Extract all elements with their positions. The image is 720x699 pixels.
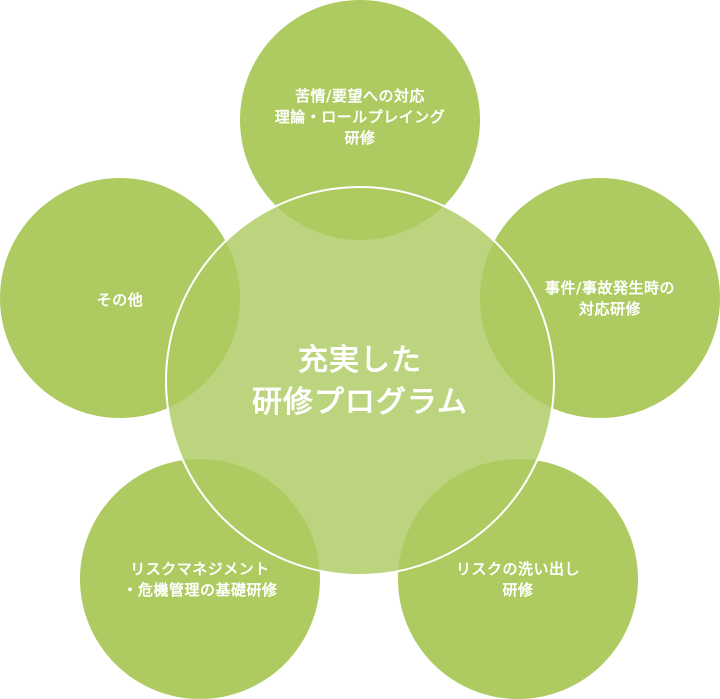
node-label-line: リスクの洗い出し	[455, 560, 580, 578]
node-label-incident: 事件/事故発生時の 対応研修	[490, 276, 720, 322]
node-label-complaint: 苦情/要望への対応 理論・ロールプレイング 研修	[240, 82, 480, 152]
node-label-line: 研修	[344, 128, 376, 147]
node-label-line: 事件/事故発生時の	[545, 279, 675, 297]
node-label-line: ・危機管理の基礎研修	[122, 581, 278, 599]
node-label-line: 理論・ロールプレイング	[274, 107, 446, 126]
node-label-risk-review: リスクの洗い出し 研修	[398, 557, 638, 603]
node-label-line: その他	[96, 290, 144, 309]
node-label-line: 対応研修	[578, 300, 641, 318]
center-circle	[165, 186, 555, 576]
node-label-risk-management: リスクマネジメント ・危機管理の基礎研修	[80, 557, 320, 603]
center-label-line: 充実した	[298, 343, 422, 378]
node-label-line: リスクマネジメント	[130, 560, 270, 578]
node-label-line: 苦情/要望への対応	[295, 86, 425, 105]
center-label-line: 研修プログラム	[251, 385, 469, 420]
center-label: 充実した 研修プログラム	[165, 339, 555, 425]
node-label-line: 研修	[502, 581, 534, 599]
node-label-other: その他	[0, 288, 240, 312]
